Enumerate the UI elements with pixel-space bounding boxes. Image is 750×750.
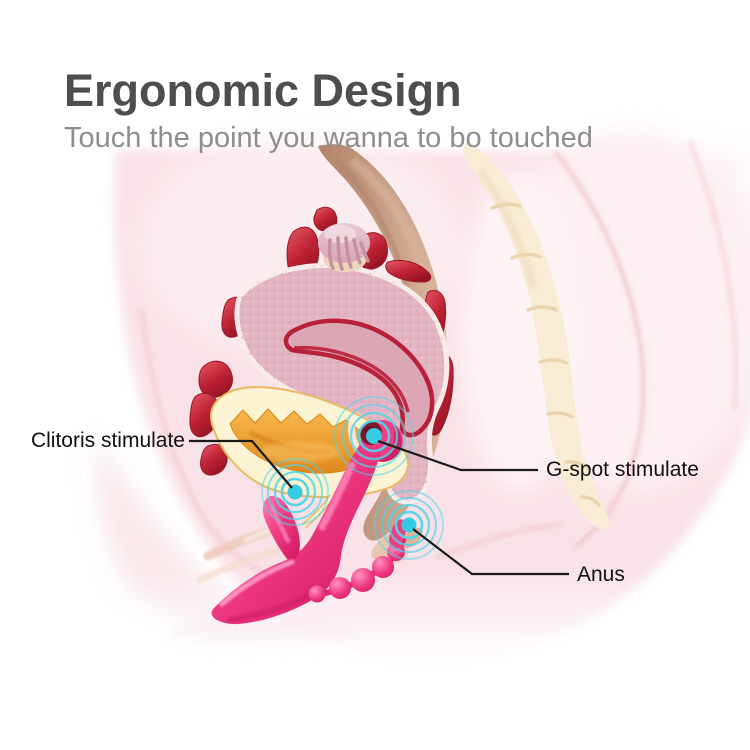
ovary-highlight — [324, 225, 356, 243]
tissue-blob — [385, 259, 432, 283]
ripple-rings — [334, 396, 414, 476]
skin-crease-lines — [140, 141, 738, 574]
label-anus: Anus — [577, 563, 625, 586]
spine-shading — [476, 167, 538, 290]
product-highlights — [219, 461, 356, 623]
cervix-disc-shade — [378, 424, 402, 462]
sacrum-bone — [463, 140, 610, 530]
bladder-sheen — [260, 442, 340, 462]
ripple-rings — [374, 490, 444, 560]
bottom-fade — [0, 570, 750, 750]
callout-line-clitoris — [189, 439, 293, 489]
label-gspot-stimulate: G-spot stimulate — [546, 458, 699, 481]
spine — [463, 140, 610, 530]
label-clitoris-stimulate: Clitoris stimulate — [30, 429, 185, 452]
callout-lines — [189, 439, 569, 576]
ripple-dot — [366, 428, 382, 444]
vertebra-ridges — [490, 202, 601, 507]
anal-beads — [308, 543, 405, 603]
anal-bead — [308, 585, 326, 603]
callout-line-anus — [412, 528, 569, 576]
page-title: Ergonomic Design — [64, 65, 462, 117]
ripple-dot — [401, 517, 417, 533]
fimbriae — [327, 236, 370, 271]
vibration-ripple-icon-anus — [374, 490, 444, 560]
anal-bead — [372, 556, 394, 578]
anal-bead — [329, 577, 351, 599]
tissue-blob — [198, 360, 234, 398]
page-subtitle: Touch the point you wanna to bo touched — [64, 122, 593, 154]
callout-line-gspot — [377, 439, 538, 472]
canal-inner-line — [293, 345, 410, 413]
anal-bead — [351, 568, 375, 592]
ripple-rings — [261, 458, 329, 526]
vibration-ripple-icon-gspot — [334, 396, 414, 476]
vibration-ripple-icon-clitoris — [261, 458, 329, 526]
anal-bead — [387, 543, 405, 561]
tissue-blob — [189, 392, 219, 438]
vibrator-shaft-and-handle — [211, 433, 382, 625]
ovary — [318, 223, 370, 272]
